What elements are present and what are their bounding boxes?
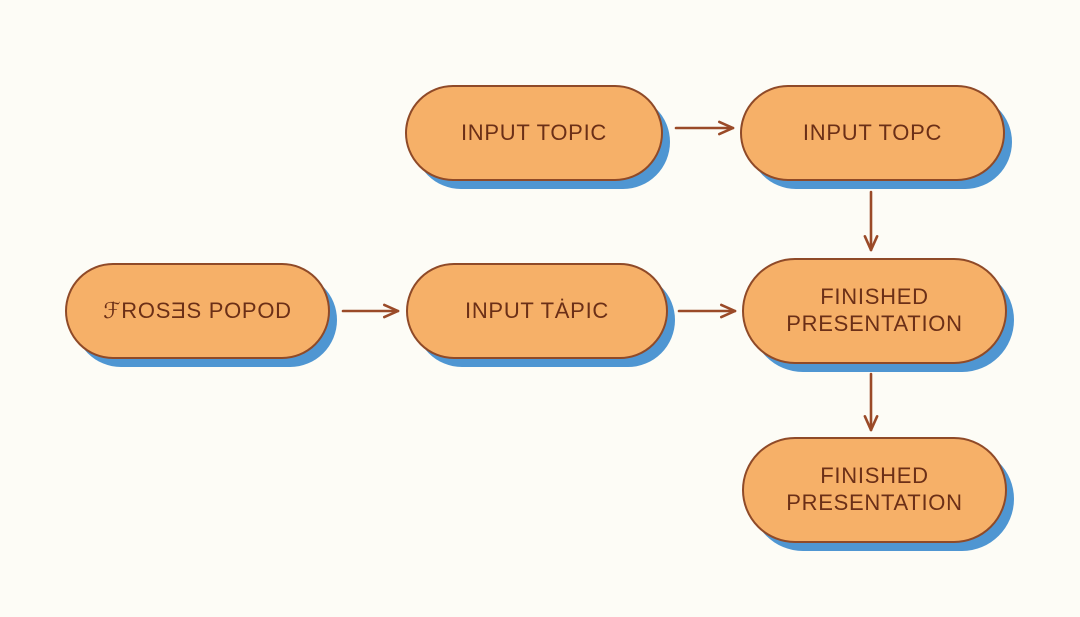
node-input-tapic-middle[interactable]: INPUT TȦPIC [406, 263, 668, 359]
arrow-head [720, 303, 737, 319]
arrow-edge-top-horizontal [674, 120, 735, 136]
node-label: INPUT TȦPIC [464, 297, 610, 323]
node-label: INPUT TOPIC [460, 119, 608, 145]
arrow-edge-left-horizontal [341, 303, 400, 319]
node-froses-popod[interactable]: ℱROSƎS POPOD [65, 263, 330, 359]
arrow-head [863, 235, 879, 252]
arrow-head [383, 303, 400, 319]
arrow-head [863, 415, 879, 432]
node-label: ℱROSƎS POPOD [103, 297, 292, 323]
node-label: FINISHED PRESENTATION [786, 284, 963, 336]
arrow-head [718, 120, 735, 136]
arrow-edge-top-right-vertical [863, 190, 879, 252]
node-label: FINISHED PRESENTATION [786, 463, 963, 515]
arrow-edge-middle-horizontal [677, 303, 737, 319]
node-finished-presentation-middle[interactable]: FINISHED PRESENTATION [742, 258, 1007, 364]
node-finished-presentation-bottom[interactable]: FINISHED PRESENTATION [742, 437, 1007, 543]
node-input-topc-top-right[interactable]: INPUT TOPC [740, 85, 1005, 181]
node-label: INPUT TOPC [802, 119, 943, 145]
arrow-edge-bottom-vertical [863, 372, 879, 432]
node-input-topic-top[interactable]: INPUT TOPIC [405, 85, 663, 181]
